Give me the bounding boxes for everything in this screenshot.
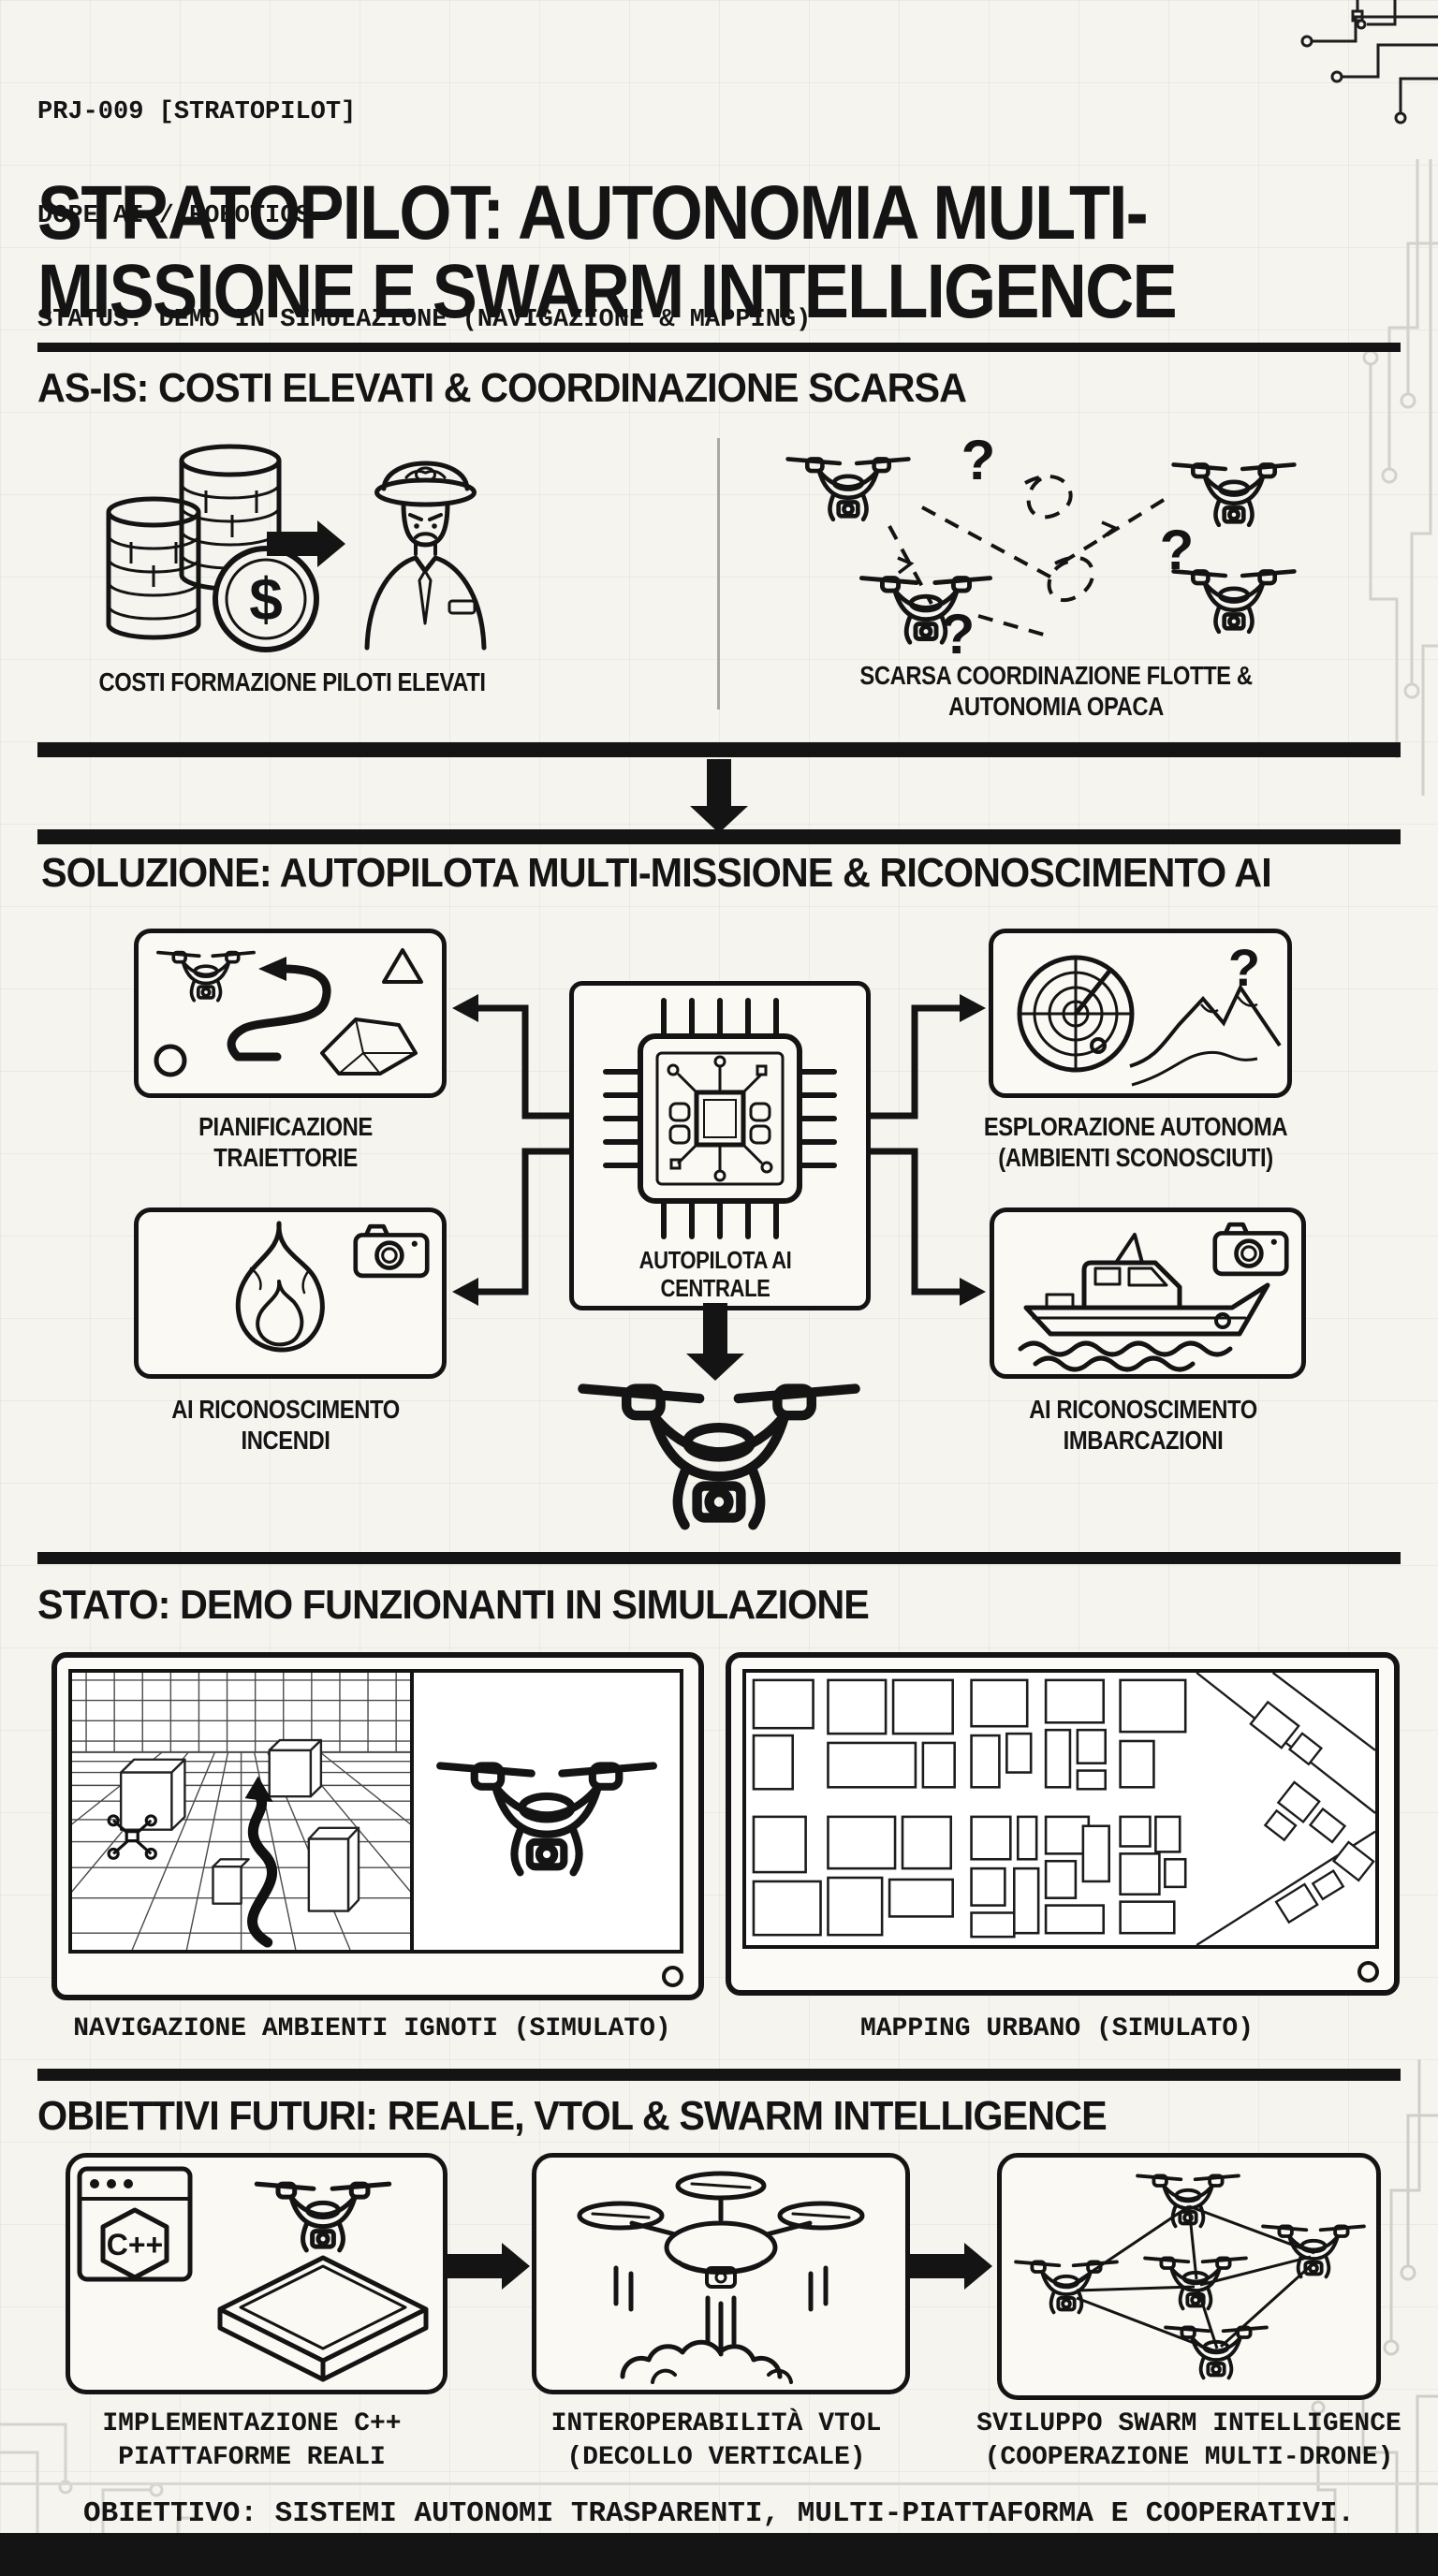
asis-arrow <box>267 532 317 556</box>
map-sim-caption: MAPPING URBANO (SIMULATO) <box>859 2014 1255 2043</box>
nav-3d-pane <box>72 1673 415 1950</box>
fire-box <box>134 1208 447 1379</box>
vtol-box <box>532 2153 910 2394</box>
future-heading: OBIETTIVI FUTURI: REALE, VTOL & SWARM IN… <box>37 2093 1108 2139</box>
exploration-caption: ESPLORAZIONE AUTONOMA (AMBIENTI SCONOSCI… <box>983 1112 1288 1172</box>
cpp-platform-icon: C++ <box>77 2166 429 2382</box>
footer-rule <box>0 2482 1438 2485</box>
cpp-caption: IMPLEMENTAZIONE C++ PIATTAFORME REALI <box>102 2409 402 2472</box>
radar-exploration-icon: ? <box>1017 938 1282 1087</box>
planning-caption: PIANIFICAZIONE TRAIETTORIE <box>198 1112 373 1172</box>
document-header: PRJ-009 [STRATOPILOT] DOPE AI / ROBOTICS… <box>37 26 811 407</box>
section-bar <box>37 742 1401 757</box>
vtol-takeoff-icon <box>577 2171 865 2384</box>
bottom-bar <box>0 2533 1438 2576</box>
asis-cost-caption: COSTI FORMAZIONE PILOTI ELEVATI <box>98 667 486 696</box>
map-sim-monitor <box>726 1652 1400 1996</box>
monitor-indicator-icon <box>1357 1961 1379 1983</box>
section-bar <box>37 1552 1401 1564</box>
coins-icon: $ <box>106 444 319 652</box>
boat-box <box>990 1208 1306 1379</box>
future-arrow-head-icon <box>964 2243 992 2290</box>
asis-heading: AS-IS: COSTI ELEVATI & COORDINAZIONE SCA… <box>37 365 967 411</box>
core-down-arrow <box>703 1303 727 1355</box>
transition-arrow <box>707 759 731 808</box>
team-name: DOPE AI / ROBOTICS <box>37 202 311 230</box>
circuit-trace-right-icon <box>1362 159 1438 796</box>
core-down-arrow-head-icon <box>686 1354 744 1381</box>
section-bar <box>37 2069 1401 2081</box>
ai-chip-icon <box>603 998 837 1239</box>
core-autopilot-box: AUTOPILOTA AI CENTRALE <box>569 981 871 1310</box>
dollar-symbol: $ <box>249 565 283 633</box>
fire-icon <box>235 1221 442 1353</box>
page-title: STRATOPILOT: AUTONOMIA MULTI- MISSIONE E… <box>37 170 1178 334</box>
cpp-logo-text: C++ <box>107 2228 163 2261</box>
core-caption: AUTOPILOTA AI CENTRALE <box>638 1246 792 1302</box>
question-mark: ? <box>941 603 976 655</box>
wireframe-environment-icon <box>72 1673 411 1950</box>
swarm-caption: SVILUPPO SWARM INTELLIGENCE (COOPERAZION… <box>976 2409 1401 2472</box>
solution-heading: SOLUZIONE: AUTOPILOTA MULTI-MISSIONE & R… <box>41 850 1272 896</box>
urban-map-icon <box>752 1673 1375 1945</box>
circuit-trace-top-right-icon <box>1300 0 1438 124</box>
asis-coordination-caption: SCARSA COORDINAZIONE FLOTTE & AUTONOMIA … <box>859 661 1253 721</box>
section-bar <box>37 829 1401 844</box>
status-line: STATUS: DEMO IN SIMULAZIONE (NAVIGAZIONE… <box>37 306 812 334</box>
vtol-caption: INTEROPERABILITÀ VTOL (DECOLLO VERTICALE… <box>550 2409 882 2472</box>
status-heading: STATO: DEMO FUNZIONANTI IN SIMULAZIONE <box>37 1582 870 1628</box>
section-rule <box>37 343 1401 352</box>
nav-drone-pane <box>414 1673 680 1950</box>
planning-box <box>134 929 447 1098</box>
future-arrow <box>448 2254 502 2278</box>
future-arrow-head-icon <box>502 2243 530 2290</box>
footer-objective: OBIETTIVO: SISTEMI AUTONOMI TRASPARENTI,… <box>82 2497 1356 2530</box>
project-code: PRJ-009 [STRATOPILOT] <box>37 98 357 126</box>
question-mark: ? <box>961 429 996 491</box>
transition-arrow-head-icon <box>690 806 748 833</box>
question-mark: ? <box>1228 938 1260 997</box>
asis-arrow-head-icon <box>317 520 345 567</box>
pilot-icon <box>364 461 487 651</box>
trajectory-planning-icon <box>154 948 423 1077</box>
central-drone-icon <box>569 1350 869 1544</box>
boat-icon <box>1018 1212 1301 1372</box>
asis-divider <box>717 438 720 710</box>
circuit-trace-bottom-right-icon <box>1311 2059 1438 2576</box>
cpp-box: C++ <box>66 2153 448 2394</box>
question-mark: ? <box>1160 519 1195 581</box>
solution-connectors <box>452 994 986 1306</box>
exploration-box: ? <box>989 929 1292 1098</box>
swarm-network-icon <box>1014 2174 1366 2380</box>
future-arrow <box>910 2254 964 2278</box>
swarm-box <box>997 2153 1381 2400</box>
fire-caption: AI RICONOSCIMENTO INCENDI <box>171 1395 400 1455</box>
nav-sim-monitor <box>51 1652 704 2000</box>
drone-fleet-confusion-icon: ? ? ? <box>744 429 1343 655</box>
monitor-indicator-icon <box>662 1966 683 1987</box>
sim-drone-icon <box>433 1692 661 1931</box>
boats-caption: AI RICONOSCIMENTO IMBARCAZIONI <box>1029 1395 1257 1455</box>
nav-sim-caption: NAVIGAZIONE AMBIENTI IGNOTI (SIMULATO) <box>73 2014 671 2043</box>
